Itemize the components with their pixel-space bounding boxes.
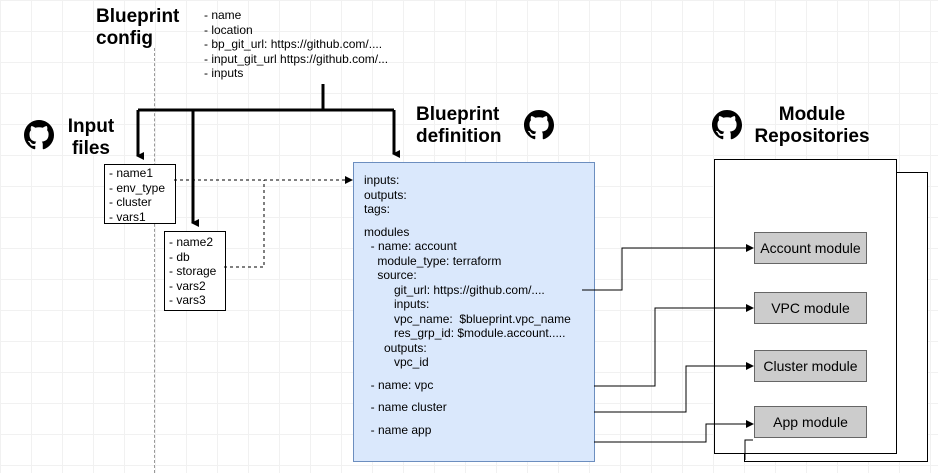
blueprint-line: - name: vpc xyxy=(364,377,434,392)
blueprint-line: inputs: xyxy=(364,297,430,311)
config-field: - inputs xyxy=(204,66,244,80)
config-field: - input_git_url https://github.com/... xyxy=(204,51,389,66)
blueprint-line: source: xyxy=(364,268,417,282)
config-field: - bp_git_url: https://github.com/.... xyxy=(204,37,383,51)
blueprint-config-title: Blueprint config xyxy=(96,6,180,49)
blueprint-line: modules xyxy=(364,224,410,239)
blueprint-line: vpc_id xyxy=(364,355,429,369)
input-to-blueprint-arrows xyxy=(174,176,353,268)
blueprint-definition-content: inputs:outputs:tags:modules - name: acco… xyxy=(364,173,571,437)
file-field: - vars1 xyxy=(109,209,146,224)
blueprint-line: - name: account xyxy=(364,239,457,253)
vpc-module: VPC module xyxy=(754,292,867,324)
blueprint-line: res_grp_id: $module.account..... xyxy=(364,326,566,340)
blueprint-line: git_url: https://github.com/.... xyxy=(364,282,545,297)
input-file-1: - name1 - env_type - cluster - vars1 xyxy=(104,164,176,224)
account-module: Account module xyxy=(754,232,867,264)
blueprint-line: outputs: xyxy=(364,187,407,202)
file-field: - vars2 xyxy=(169,278,206,293)
guide-line xyxy=(154,48,155,473)
blueprint-line: - name app xyxy=(364,422,432,437)
file-field: - storage xyxy=(169,264,217,278)
blueprint-line: vpc_name: $blueprint.vpc_name xyxy=(364,311,571,326)
blueprint-to-module-arrows xyxy=(582,244,754,460)
module-repositories-title: Module Repositories xyxy=(754,104,870,147)
blueprint-definition-box: inputs:outputs:tags:modules - name: acco… xyxy=(353,162,595,462)
config-field: - name xyxy=(204,8,242,22)
blueprint-line: tags: xyxy=(364,202,391,216)
file-field: - db xyxy=(169,249,190,264)
blueprint-line: inputs: xyxy=(364,173,400,187)
github-icon xyxy=(712,110,742,140)
blueprint-config-fields: - name - location - bp_git_url: https://… xyxy=(204,8,388,81)
blueprint-line: outputs: xyxy=(364,340,427,355)
file-field: - cluster xyxy=(109,195,152,209)
blueprint-definition-title: Blueprint definition xyxy=(416,104,502,147)
input-files-title: Input files xyxy=(67,116,115,159)
github-icon xyxy=(524,110,554,140)
cluster-module: Cluster module xyxy=(754,350,867,382)
input-file-2: - name2 - db - storage - vars2 - vars3 xyxy=(164,231,226,311)
config-field: - location xyxy=(204,22,253,37)
blueprint-line: module_type: terraform xyxy=(364,253,502,268)
file-field: - env_type xyxy=(109,180,166,195)
github-icon xyxy=(24,120,54,150)
blueprint-line: - name cluster xyxy=(364,400,447,414)
file-field: - name1 xyxy=(109,166,154,180)
file-field: - vars3 xyxy=(169,293,206,307)
config-to-targets-arrows xyxy=(136,84,400,227)
app-module: App module xyxy=(754,406,867,438)
file-field: - name2 xyxy=(169,235,214,249)
